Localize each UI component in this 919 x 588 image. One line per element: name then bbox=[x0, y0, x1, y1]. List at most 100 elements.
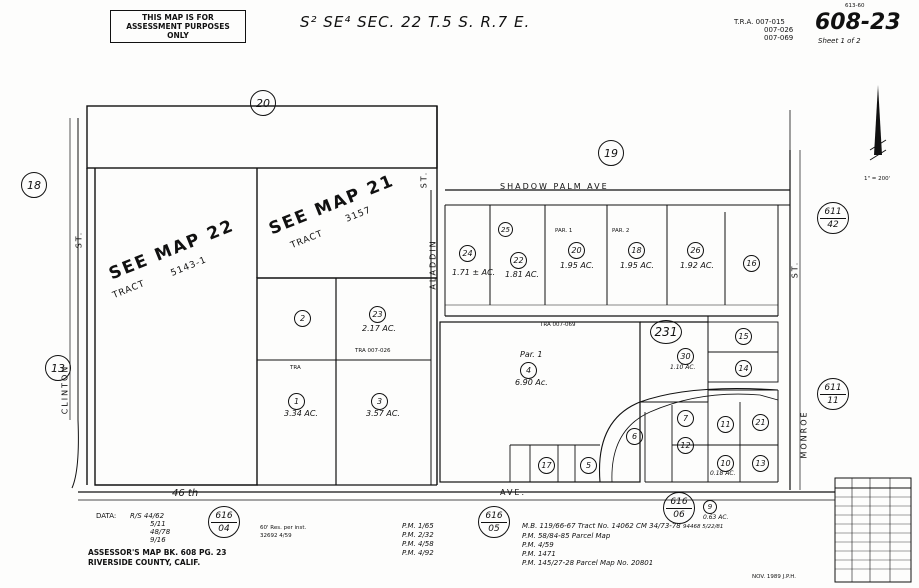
parcel-23-acres: 2.17 AC. bbox=[362, 324, 396, 333]
south-2-page: 05 bbox=[488, 523, 500, 534]
mb-line-5: P.M. 145/27-28 Parcel Map No. 20801 bbox=[522, 559, 654, 567]
mb-line-1: M.B. 119/66-67 Tract No. 14062 CM 34/73-… bbox=[522, 522, 681, 530]
parcel-30-acres: 1.10 AC. bbox=[670, 364, 696, 371]
parcel-18-acres: 1.95 AC. bbox=[620, 261, 654, 270]
pm-block: P.M. 1/65 P.M. 2/32 P.M. 4/58 P.M. 4/92 bbox=[402, 522, 434, 558]
parcel-4: 4 bbox=[520, 362, 537, 379]
parcel-3-acres: 3.57 AC. bbox=[366, 409, 400, 418]
mb-line-2: P.M. 58/84-85 Parcel Map bbox=[522, 532, 611, 540]
parcel-17: 17 bbox=[538, 457, 555, 474]
street-monroe-st: ST. bbox=[790, 260, 800, 279]
legend-table bbox=[834, 477, 912, 583]
parcel-4-acres: 6.90 Ac. bbox=[515, 378, 548, 387]
mb-line-3: P.M. 4/59 bbox=[522, 541, 554, 549]
reservation-note-2: 32692 4/59 bbox=[260, 533, 292, 539]
street-clinton-st: ST. bbox=[74, 230, 84, 249]
parcel-2: 2 bbox=[294, 310, 311, 327]
parcel-10: 10 bbox=[717, 455, 734, 472]
south-2-book: 616 bbox=[485, 510, 503, 521]
tra-line-1: T.R.A. 007-015 bbox=[734, 18, 785, 26]
notice-line-2: ASSESSMENT PURPOSES ONLY bbox=[126, 22, 230, 40]
tra-c-label: TRA bbox=[290, 365, 301, 371]
street-clinton: CLINTON bbox=[60, 364, 70, 415]
parcel-26: 26 bbox=[687, 242, 704, 259]
rs-line-2: 5/11 bbox=[150, 520, 166, 528]
adjacent-map-north: 20 bbox=[250, 90, 276, 116]
adjacent-map-west-bottom: 13 bbox=[45, 355, 71, 381]
parcel-22-acres: 1.81 AC. bbox=[505, 270, 539, 279]
east-top-page: 42 bbox=[827, 219, 839, 230]
tra-line-3: 007-069 bbox=[764, 34, 794, 42]
parcel-26-acres: 1.92 AC. bbox=[680, 261, 714, 270]
parcel-12: 12 bbox=[677, 437, 694, 454]
rs-line-1: R/S 44/62 bbox=[130, 512, 165, 520]
north-arrow-icon bbox=[874, 85, 882, 155]
pm-line-4: P.M. 4/92 bbox=[402, 549, 434, 557]
parcel-7: 7 bbox=[677, 410, 694, 427]
parcel-3: 3 bbox=[371, 393, 388, 410]
parcel-4-par: Par. 1 bbox=[520, 350, 543, 359]
rs-line-4: 9/16 bbox=[150, 536, 166, 544]
parcel-24-acres: 1.71 ± AC. bbox=[452, 268, 496, 277]
parcel-21: 21 bbox=[752, 414, 769, 431]
reservation-note: 60' Res. per inst. bbox=[260, 525, 307, 531]
assessment-notice: THIS MAP IS FOR ASSESSMENT PURPOSES ONLY bbox=[110, 10, 246, 43]
south-3-page: 06 bbox=[673, 509, 685, 520]
date-stamp: NOV. 1989 J.P.H. bbox=[752, 574, 797, 580]
mb-block: M.B. 119/66-67 Tract No. 14062 CM 34/73-… bbox=[522, 522, 723, 568]
mb-line-4: P.M. 1471 bbox=[522, 550, 556, 558]
street-ave: AVE. bbox=[500, 488, 527, 497]
tra-b-label: TRA 007-026 bbox=[355, 348, 391, 354]
parcel-1: 1 bbox=[288, 393, 305, 410]
east-bottom-book: 611 bbox=[824, 382, 842, 393]
parcel-9: 9 bbox=[703, 500, 717, 514]
rs-block: R/S 44/62 5/11 48/78 9/16 bbox=[130, 512, 170, 544]
parcel-30: 30 bbox=[677, 348, 694, 365]
pm-line-1: P.M. 1/65 bbox=[402, 522, 434, 530]
parcel-9-acres: 0.63 AC. bbox=[703, 514, 729, 521]
south-3-book: 616 bbox=[670, 496, 688, 507]
tra-line-2: 007-026 bbox=[764, 26, 794, 34]
parcel-20: 20 bbox=[568, 242, 585, 259]
street-shadow-palm: SHADOW PALM AVE bbox=[500, 182, 609, 191]
adjacent-map-west-top: 18 bbox=[21, 172, 47, 198]
south-1-page: 04 bbox=[218, 523, 230, 534]
parcel-15: 15 bbox=[735, 328, 752, 345]
corner-note: 613-60 bbox=[845, 3, 865, 9]
parcel-25: 25 bbox=[498, 222, 513, 237]
section-title: S² SE⁴ SEC. 22 T.5 S. R.7 E. bbox=[300, 13, 531, 31]
street-aladdin: ALADDIN bbox=[428, 239, 438, 290]
parcel-23: 23 bbox=[369, 306, 386, 323]
parcel-24: 24 bbox=[459, 245, 476, 262]
parcel-16: 16 bbox=[743, 255, 760, 272]
county-label: RIVERSIDE COUNTY, CALIF. bbox=[88, 558, 201, 567]
tra-a-label: TRA 007-069 bbox=[540, 322, 576, 328]
book-page-number: 608-23 bbox=[815, 10, 901, 35]
rs-line-3: 48/78 bbox=[150, 528, 171, 536]
south-1-book: 616 bbox=[215, 510, 233, 521]
sheet-label: Sheet 1 of 2 bbox=[818, 37, 861, 45]
scale-label: 1" = 200' bbox=[864, 176, 891, 182]
adjacent-map-north-east: 19 bbox=[598, 140, 624, 166]
east-top-book: 611 bbox=[824, 206, 842, 217]
parcel-13: 13 bbox=[752, 455, 769, 472]
tra-block: T.R.A. 007-015 007-026 007-069 bbox=[734, 18, 793, 42]
parcel-14: 14 bbox=[735, 360, 752, 377]
parcel-11: 11 bbox=[717, 416, 734, 433]
parcel-4-boundary bbox=[439, 321, 641, 483]
mb-line-1-date: 94468 5/22/81 bbox=[682, 524, 724, 530]
parcel-6: 6 bbox=[626, 428, 643, 445]
pm-line-3: P.M. 4/58 bbox=[402, 540, 434, 548]
parcel-10-acres: 0.18 AC. bbox=[710, 470, 736, 477]
east-bottom-page: 11 bbox=[827, 395, 839, 406]
street-aladdin-st: ST. bbox=[419, 170, 429, 189]
street-monroe: MONROE bbox=[799, 410, 809, 459]
parcel-20-acres: 1.95 AC. bbox=[560, 261, 594, 270]
block-number: 231 bbox=[650, 320, 682, 344]
